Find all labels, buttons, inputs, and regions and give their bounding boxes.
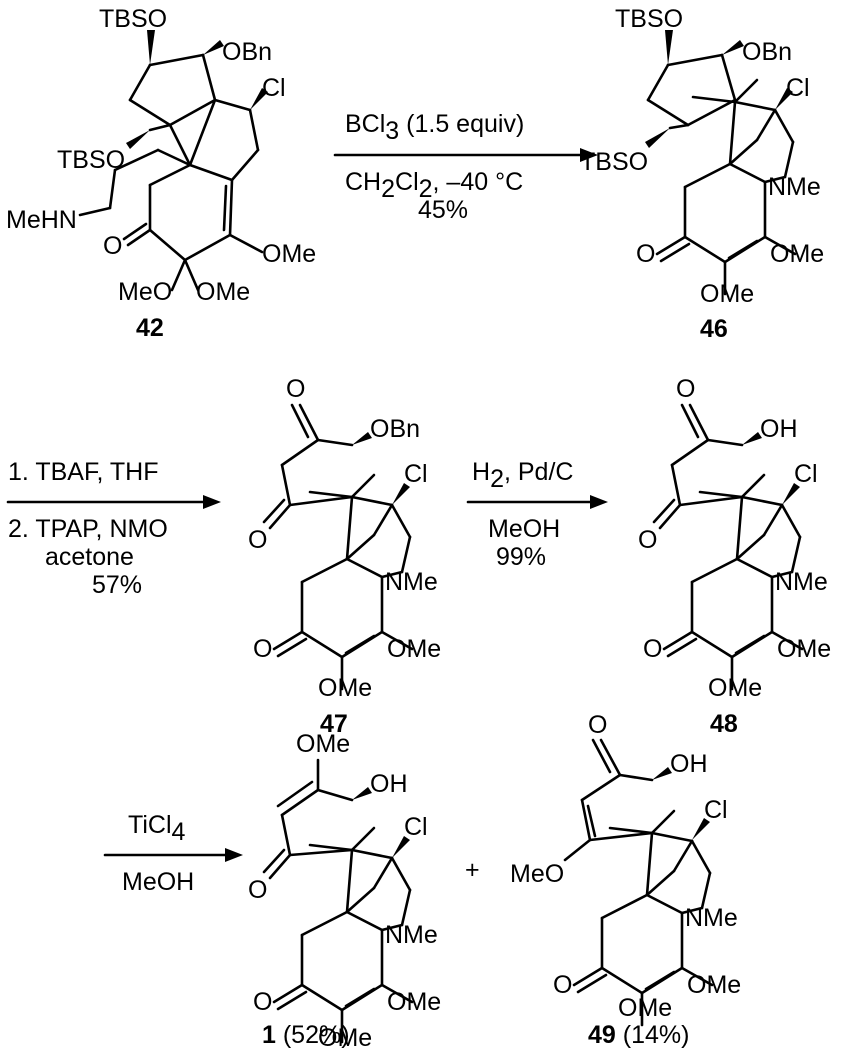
- compound-48: O OH Cl O NMe O OMe OMe 48: [638, 375, 831, 738]
- nme-label: NMe: [685, 904, 738, 932]
- cl-label: Cl: [404, 813, 428, 841]
- solvent-acetone: acetone: [45, 543, 134, 571]
- compound-1: OMe OH Cl O NMe O OMe OMe: [248, 730, 441, 1050]
- reagent-ticl4: TiCl4: [128, 811, 186, 846]
- ketone-o: O: [253, 988, 272, 1016]
- tbso-top: TBSO: [615, 5, 683, 33]
- yield-57: 57%: [92, 571, 142, 599]
- reagent-bcl3: BCl3 (1.5 equiv): [345, 110, 524, 145]
- compound-46: TBSO OBn Cl TBSO NMe O OMe OMe 46: [580, 5, 824, 343]
- solvent-meoh: MeOH: [488, 515, 560, 543]
- step-1: 1. TBAF, THF: [8, 458, 159, 486]
- ome-right: OMe: [777, 635, 831, 663]
- obn-label: OBn: [742, 38, 792, 66]
- tbso-left: TBSO: [580, 148, 648, 176]
- label-1-yield: 1 (52%): [262, 1021, 350, 1049]
- cl-label: Cl: [262, 74, 286, 102]
- ome-bottom: OMe: [318, 674, 372, 702]
- solvent-meoh: MeOH: [122, 868, 194, 896]
- compound-label-48: 48: [710, 710, 738, 738]
- ome-bottom: OMe: [318, 1024, 372, 1050]
- ome-bottom: OMe: [618, 994, 672, 1022]
- yield-45: 45%: [418, 196, 468, 224]
- ome-right: OMe: [687, 971, 741, 999]
- reaction-arrow-1: BCl3 (1.5 equiv) CH2Cl2, –40 °C 45%: [333, 110, 598, 224]
- ketone-o: O: [636, 240, 655, 268]
- ketone-left: O: [248, 876, 267, 904]
- ketone-left: O: [638, 526, 657, 554]
- nme-label: NMe: [775, 568, 828, 596]
- cl-label: Cl: [404, 460, 428, 488]
- compound-47: O OBn Cl O NMe O OMe OMe 47: [248, 375, 441, 738]
- compound-label-46: 46: [700, 315, 728, 343]
- nme-label: NMe: [768, 173, 821, 201]
- compound-42: TBSO OBn Cl TBSO MeHN O OMe MeO OMe 42: [6, 5, 316, 342]
- cl-label: Cl: [786, 74, 810, 102]
- ketone-top: O: [588, 711, 607, 739]
- ketone-top: O: [286, 375, 305, 403]
- step-2: 2. TPAP, NMO: [8, 515, 168, 543]
- obn-label: OBn: [370, 415, 420, 443]
- ketone-left: O: [248, 526, 267, 554]
- reagent-h2: H2, Pd/C: [472, 458, 573, 493]
- ome-top: OMe: [296, 730, 350, 758]
- tbso-top: TBSO: [99, 5, 167, 33]
- cl-label: Cl: [704, 796, 728, 824]
- compound-label-42: 42: [136, 314, 164, 342]
- ome-right: OMe: [387, 635, 441, 663]
- yield-99: 99%: [496, 543, 546, 571]
- compound-label-47: 47: [320, 710, 348, 738]
- label-49-yield: 49 (14%): [588, 1021, 689, 1049]
- ketone-o: O: [103, 232, 122, 260]
- reaction-arrow-3: H2, Pd/C MeOH 99%: [466, 458, 608, 571]
- ome-bottom: OMe: [700, 280, 754, 308]
- oh-label: OH: [760, 415, 798, 443]
- oh-label: OH: [670, 750, 708, 778]
- compound-49: O OH Cl MeO NMe O OMe OMe: [510, 711, 741, 1027]
- solvent-conditions: CH2Cl2, –40 °C: [345, 168, 523, 203]
- cl-label: Cl: [794, 460, 818, 488]
- ome-bottom: OMe: [708, 674, 762, 702]
- ketone-o: O: [553, 971, 572, 999]
- ketone-o: O: [643, 635, 662, 663]
- ome-right: OMe: [262, 240, 316, 268]
- plus-sign: +: [465, 856, 480, 884]
- meo-left: MeO: [510, 860, 564, 888]
- ome-right: OMe: [387, 988, 441, 1016]
- ketone-o: O: [253, 635, 272, 663]
- obn-label: OBn: [222, 38, 272, 66]
- ome-bottom: OMe: [196, 278, 250, 306]
- oh-label: OH: [370, 770, 408, 798]
- ome-right: OMe: [770, 240, 824, 268]
- nme-label: NMe: [385, 568, 438, 596]
- mehn-label: MeHN: [6, 206, 77, 234]
- reaction-arrow-2: 1. TBAF, THF 2. TPAP, NMO acetone 57%: [6, 458, 221, 599]
- nme-label: NMe: [385, 921, 438, 949]
- reaction-arrow-4: TiCl4 MeOH: [103, 811, 243, 896]
- ketone-top: O: [676, 375, 695, 403]
- meo-bottom: MeO: [118, 278, 172, 306]
- tbso-left: TBSO: [57, 146, 125, 174]
